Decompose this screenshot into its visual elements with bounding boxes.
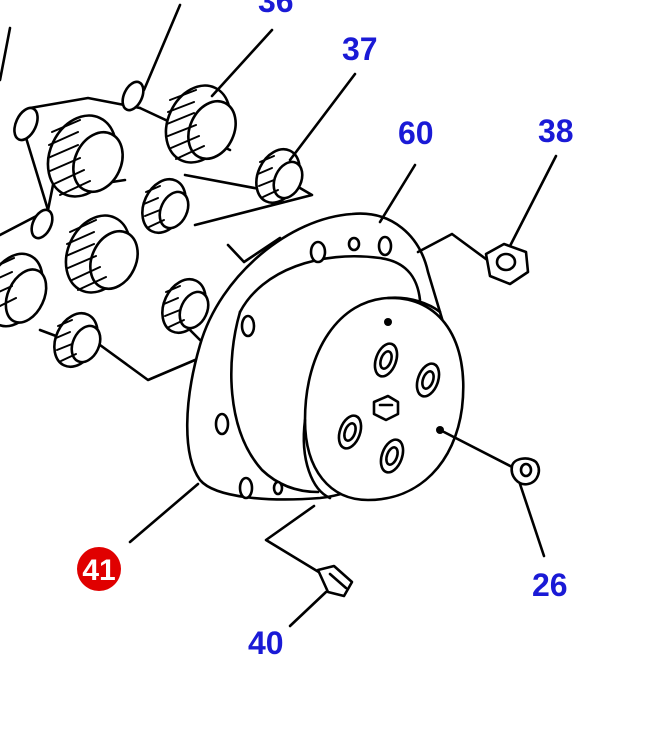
cover-bolt-holes [337, 342, 441, 474]
needle-bearing[interactable] [154, 272, 214, 340]
hub-assembly[interactable] [185, 212, 465, 502]
center-bolt [372, 394, 400, 422]
needle-bearing[interactable] [134, 172, 194, 240]
o-ring-part[interactable] [10, 104, 42, 143]
leader-lines [128, 3, 558, 628]
callout-41[interactable]: 41 [82, 554, 115, 587]
planet-gear[interactable] [0, 245, 54, 336]
flange-bolt-holes [214, 235, 393, 500]
planetary-gear-cluster [0, 26, 314, 382]
callout-36[interactable]: 36 [258, 0, 294, 19]
planet-gear[interactable] [54, 205, 147, 303]
callout-41-highlight[interactable]: 41 [77, 547, 121, 591]
o-ring-part[interactable] [119, 79, 148, 114]
callout-38[interactable]: 38 [538, 113, 574, 149]
callout-40[interactable]: 40 [248, 625, 284, 661]
callout-37[interactable]: 37 [342, 31, 378, 67]
planet-gear[interactable] [35, 104, 132, 207]
highlight-circle [77, 547, 121, 591]
callout-26[interactable]: 26 [532, 567, 568, 603]
planet-gear[interactable] [154, 75, 245, 173]
callout-60[interactable]: 60 [398, 115, 434, 151]
needle-bearing[interactable] [46, 306, 106, 374]
o-ring-part[interactable] [28, 207, 57, 242]
nut-38[interactable] [416, 232, 530, 286]
needle-bearing[interactable] [248, 142, 308, 210]
bolt-40[interactable] [264, 504, 354, 598]
plug-26[interactable] [442, 430, 541, 486]
